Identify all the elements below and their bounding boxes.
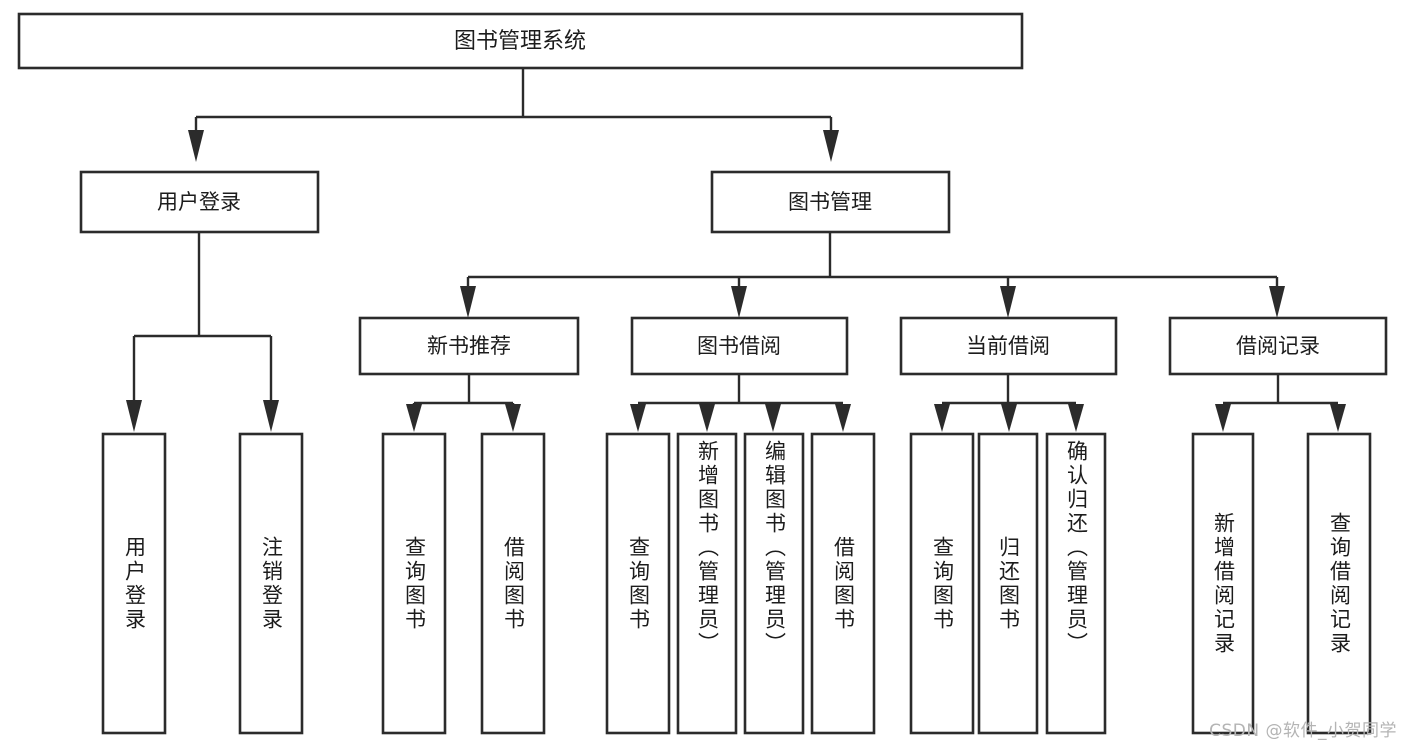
arrow-head-to-borrow-record <box>1269 286 1285 318</box>
arrow-head-user-login-leaf-2 <box>263 400 279 432</box>
node-user-login-label: 用户登录 <box>157 190 241 214</box>
leaf-box-bb-query-book[interactable] <box>605 432 671 735</box>
node-current-borrow-label: 当前借阅 <box>966 334 1050 358</box>
node-root-system-label: 图书管理系统 <box>454 29 586 54</box>
arrow-head-cb-leaf-2 <box>1001 404 1017 432</box>
connector-root-bus <box>188 68 839 162</box>
node-current-borrow[interactable]: 当前借阅 <box>899 316 1118 376</box>
node-new-book-recommend-label: 新书推荐 <box>427 334 511 358</box>
arrow-head-cb-leaf-1 <box>934 404 950 432</box>
connector-new-book-recommend-children <box>406 374 521 432</box>
node-book-manage[interactable]: 图书管理 <box>710 170 951 234</box>
node-user-login[interactable]: 用户登录 <box>79 170 320 234</box>
node-new-book-recommend-box[interactable] <box>358 316 580 376</box>
leaf-box-bb-add-book-admin[interactable] <box>676 432 738 735</box>
leaf-box-bb-borrow-book[interactable] <box>810 432 876 735</box>
node-book-borrow[interactable]: 图书借阅 <box>630 316 849 376</box>
leaf-box-logout[interactable] <box>238 432 304 735</box>
node-book-manage-box[interactable] <box>710 170 951 234</box>
arrow-head-bb-leaf-4 <box>835 404 851 432</box>
arrow-head-bb-leaf-1 <box>630 404 646 432</box>
node-root-system-box[interactable] <box>17 12 1024 70</box>
leaf-box-br-query-record[interactable] <box>1306 432 1372 735</box>
arrow-head-to-book-manage <box>823 130 839 162</box>
connector-user-login-children <box>126 232 279 432</box>
leaf-box-user-login[interactable] <box>101 432 167 735</box>
arrow-head-to-new-book-recommend <box>460 286 476 318</box>
arrow-head-user-login-leaf-1 <box>126 400 142 432</box>
arrow-head-to-user-login <box>188 130 204 162</box>
connector-current-borrow-children <box>934 374 1084 432</box>
leaf-box-br-add-record[interactable] <box>1191 432 1255 735</box>
node-book-borrow-box[interactable] <box>630 316 849 376</box>
node-borrow-record-label: 借阅记录 <box>1236 334 1320 358</box>
node-root-system[interactable]: 图书管理系统 <box>17 12 1024 70</box>
arrow-head-bb-leaf-3 <box>765 404 781 432</box>
leaf-box-cb-confirm-return-admin[interactable] <box>1045 432 1107 735</box>
leaf-box-cb-query-book[interactable] <box>909 432 975 735</box>
leaf-box-nbr-query-book[interactable] <box>381 432 447 735</box>
node-borrow-record-box[interactable] <box>1168 316 1388 376</box>
node-borrow-record[interactable]: 借阅记录 <box>1168 316 1388 376</box>
connector-borrow-record-children <box>1215 374 1346 432</box>
node-current-borrow-box[interactable] <box>899 316 1118 376</box>
arrow-head-bb-leaf-2 <box>699 404 715 432</box>
connector-book-manage-children <box>460 232 1285 318</box>
node-new-book-recommend[interactable]: 新书推荐 <box>358 316 580 376</box>
arrow-head-nbr-leaf-2 <box>505 404 521 432</box>
node-book-borrow-label: 图书借阅 <box>697 334 781 358</box>
connector-book-borrow-children <box>630 374 851 432</box>
arrow-head-br-leaf-2 <box>1330 404 1346 432</box>
arrow-head-cb-leaf-3 <box>1068 404 1084 432</box>
arrow-head-nbr-leaf-1 <box>406 404 422 432</box>
arrow-head-br-leaf-1 <box>1215 404 1231 432</box>
leaf-box-cb-return-book[interactable] <box>977 432 1039 735</box>
node-book-manage-label: 图书管理 <box>788 190 872 214</box>
leaf-box-nbr-borrow-book[interactable] <box>480 432 546 735</box>
arrow-head-to-book-borrow <box>731 286 747 318</box>
leaf-box-bb-edit-book-admin[interactable] <box>743 432 805 735</box>
csdn-watermark: CSDN @软件_小贺同学 <box>1209 721 1397 741</box>
arrow-head-to-current-borrow <box>1000 286 1016 318</box>
